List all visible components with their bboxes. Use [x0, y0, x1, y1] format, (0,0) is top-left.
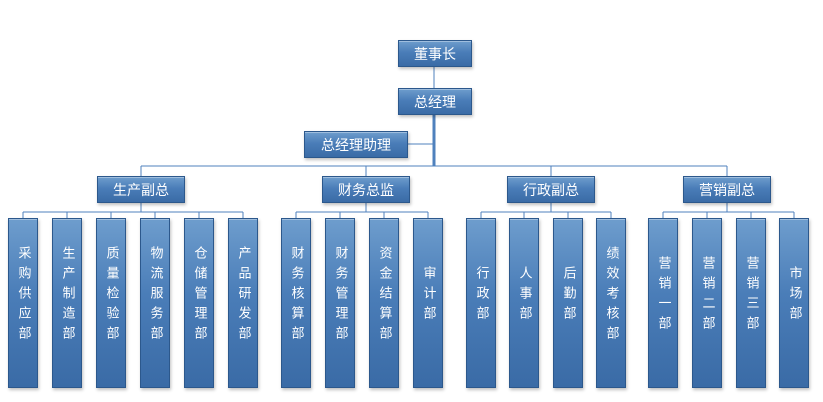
dept-node: 人事部	[509, 218, 539, 388]
dept-node: 物流服务部	[140, 218, 170, 388]
dept-label: 物流服务部	[147, 246, 163, 346]
dept-node: 绩效考核部	[596, 218, 626, 388]
dept-label: 营销二部	[699, 256, 715, 336]
dept-label: 质量检验部	[103, 246, 119, 346]
dept-label: 营销三部	[743, 256, 759, 336]
branch-head-production: 生产副总	[97, 176, 185, 203]
dept-node: 后勤部	[553, 218, 583, 388]
dept-node: 采购供应部	[8, 218, 38, 388]
dept-label: 资金结算部	[376, 246, 392, 346]
dept-label: 行政部	[473, 266, 489, 326]
node-general-manager: 总经理	[398, 88, 472, 115]
dept-label: 仓储管理部	[191, 246, 207, 346]
dept-node: 生产制造部	[52, 218, 82, 388]
dept-label: 生产制造部	[59, 246, 75, 346]
dept-node: 仓储管理部	[184, 218, 214, 388]
branch-head-marketing: 营销副总	[683, 176, 771, 203]
dept-label: 人事部	[516, 266, 532, 326]
dept-label: 财务管理部	[332, 246, 348, 346]
dept-label: 产品研发部	[235, 246, 251, 346]
dept-label: 审计部	[420, 266, 436, 326]
dept-node: 财务管理部	[325, 218, 355, 388]
dept-label: 营销一部	[655, 256, 671, 336]
dept-node: 市场部	[779, 218, 809, 388]
dept-node: 营销三部	[736, 218, 766, 388]
dept-node: 营销二部	[692, 218, 722, 388]
node-chairman: 董事长	[398, 40, 472, 67]
dept-label: 财务核算部	[288, 246, 304, 346]
dept-label: 后勤部	[560, 266, 576, 326]
dept-label: 采购供应部	[15, 246, 31, 346]
dept-node: 资金结算部	[369, 218, 399, 388]
branch-head-finance: 财务总监	[322, 176, 410, 203]
dept-node: 质量检验部	[96, 218, 126, 388]
dept-node: 财务核算部	[281, 218, 311, 388]
branch-head-admin: 行政副总	[507, 176, 595, 203]
dept-node: 行政部	[466, 218, 496, 388]
node-gm-assistant: 总经理助理	[304, 131, 408, 158]
dept-label: 市场部	[786, 266, 802, 326]
dept-node: 产品研发部	[228, 218, 258, 388]
dept-node: 营销一部	[648, 218, 678, 388]
dept-label: 绩效考核部	[603, 246, 619, 346]
dept-node: 审计部	[413, 218, 443, 388]
